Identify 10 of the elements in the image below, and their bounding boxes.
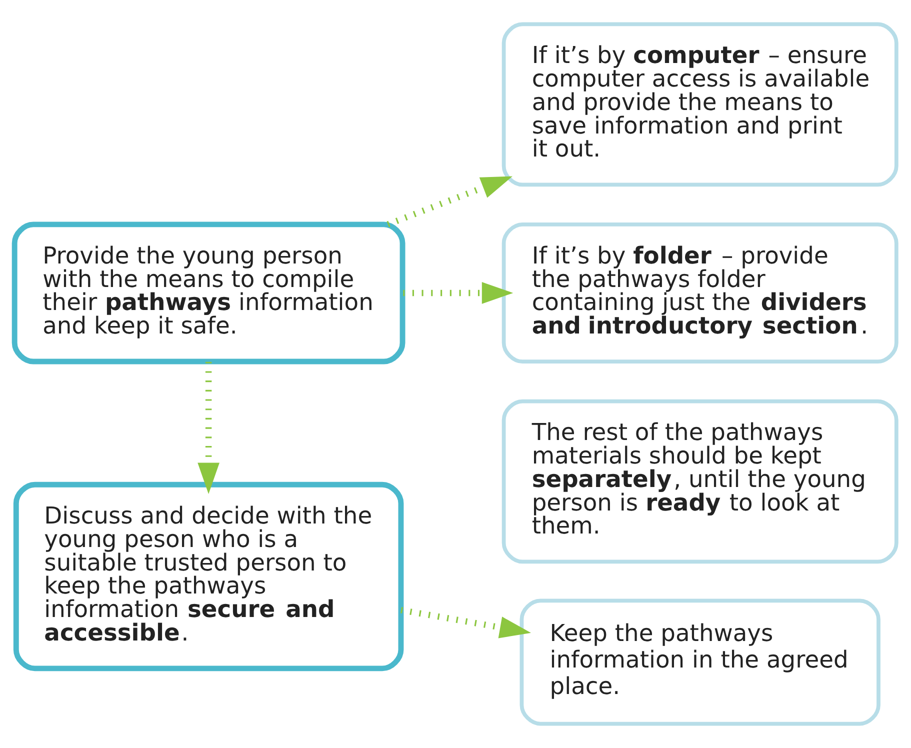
arrow bbox=[400, 606, 531, 638]
arrow bbox=[198, 362, 220, 494]
node-box: If it’s by computer – ensure computer access is available and provide the means to save information and print it out. bbox=[502, 22, 898, 187]
node-box: The rest of the pathways materials should be kept separately, until the young person is ready to look at them. bbox=[502, 399, 898, 564]
node-box: Discuss and decide with the young peson who is a suitable trusted person to keep the pathways information secure and accessible. bbox=[13, 482, 404, 672]
arrow bbox=[403, 282, 514, 304]
node-box: Provide the young person with the means to compile their pathways information and keep it safe. bbox=[12, 222, 406, 364]
node-box: If it’s by folder – provide the pathways folder containing just the dividers and introductory section. bbox=[502, 222, 898, 364]
node-box: Keep the pathways information in the agreed place. bbox=[520, 598, 880, 726]
arrow bbox=[386, 176, 512, 228]
